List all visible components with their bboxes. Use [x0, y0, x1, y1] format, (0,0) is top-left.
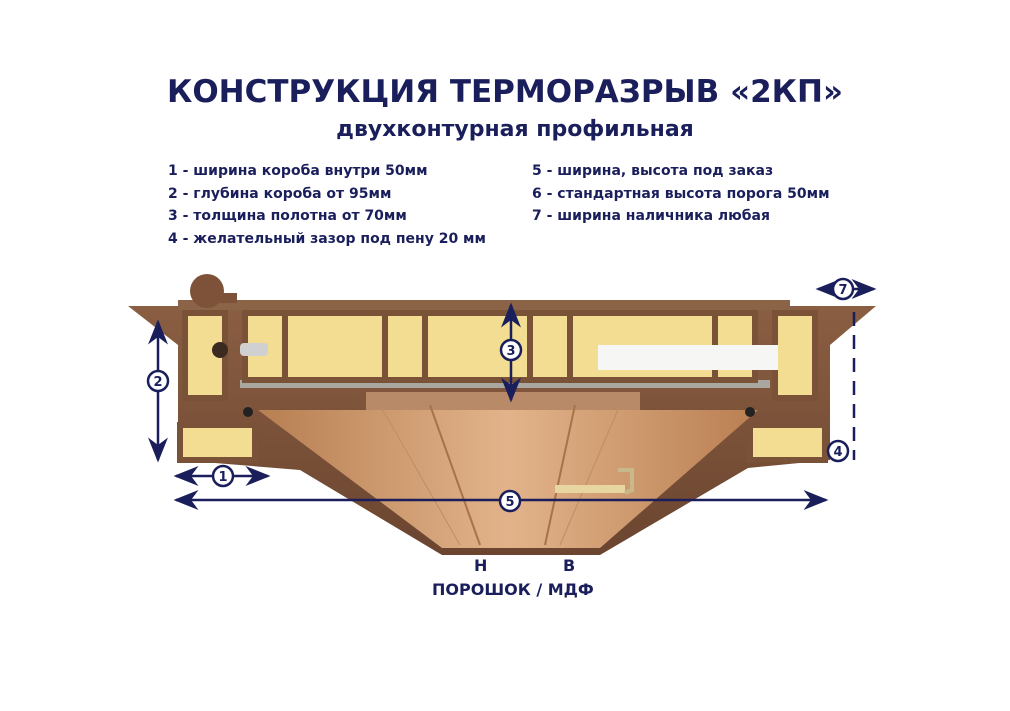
- svg-text:4: 4: [833, 445, 842, 460]
- legend-left: 1 - ширина короба внутри 50мм 2 - глубин…: [168, 160, 486, 250]
- legend-item-3: 3 - толщина полотна от 70мм: [168, 208, 407, 224]
- legend-item-6: 6 - стандартная высота порога 50мм: [532, 185, 830, 202]
- page-subtitle: двухконтурная профильная: [336, 117, 694, 142]
- svg-text:2: 2: [153, 375, 162, 390]
- dimension-markers: [146, 277, 855, 513]
- svg-text:7: 7: [838, 283, 847, 298]
- insulation-chambers: [177, 310, 828, 463]
- svg-text:1: 1: [218, 470, 227, 485]
- inner-side-label: В: [563, 556, 576, 575]
- svg-text:5: 5: [505, 495, 514, 510]
- legend-right: 5 - ширина, высота под заказ 6 - стандар…: [532, 160, 830, 228]
- dimension-marker-labels: 1 2 3 4 5 7: [153, 283, 847, 510]
- legend-item-4: 4 - желательный зазор под пену 20 мм: [168, 230, 486, 247]
- legend-item-7: 7 - ширина наличника любая: [532, 208, 770, 224]
- outer-side-label: Н: [474, 556, 488, 575]
- finish-label: ПОРОШОК / МДФ: [432, 580, 594, 599]
- svg-text:3: 3: [506, 344, 515, 359]
- legend-item-1: 1 - ширина короба внутри 50мм: [168, 163, 428, 179]
- page-title: КОНСТРУКЦИЯ ТЕРМОРАЗРЫВ «2КП»: [166, 74, 843, 110]
- legend-item-2: 2 - глубина короба от 95мм: [168, 185, 392, 202]
- legend-item-5: 5 - ширина, высота под заказ: [532, 163, 774, 179]
